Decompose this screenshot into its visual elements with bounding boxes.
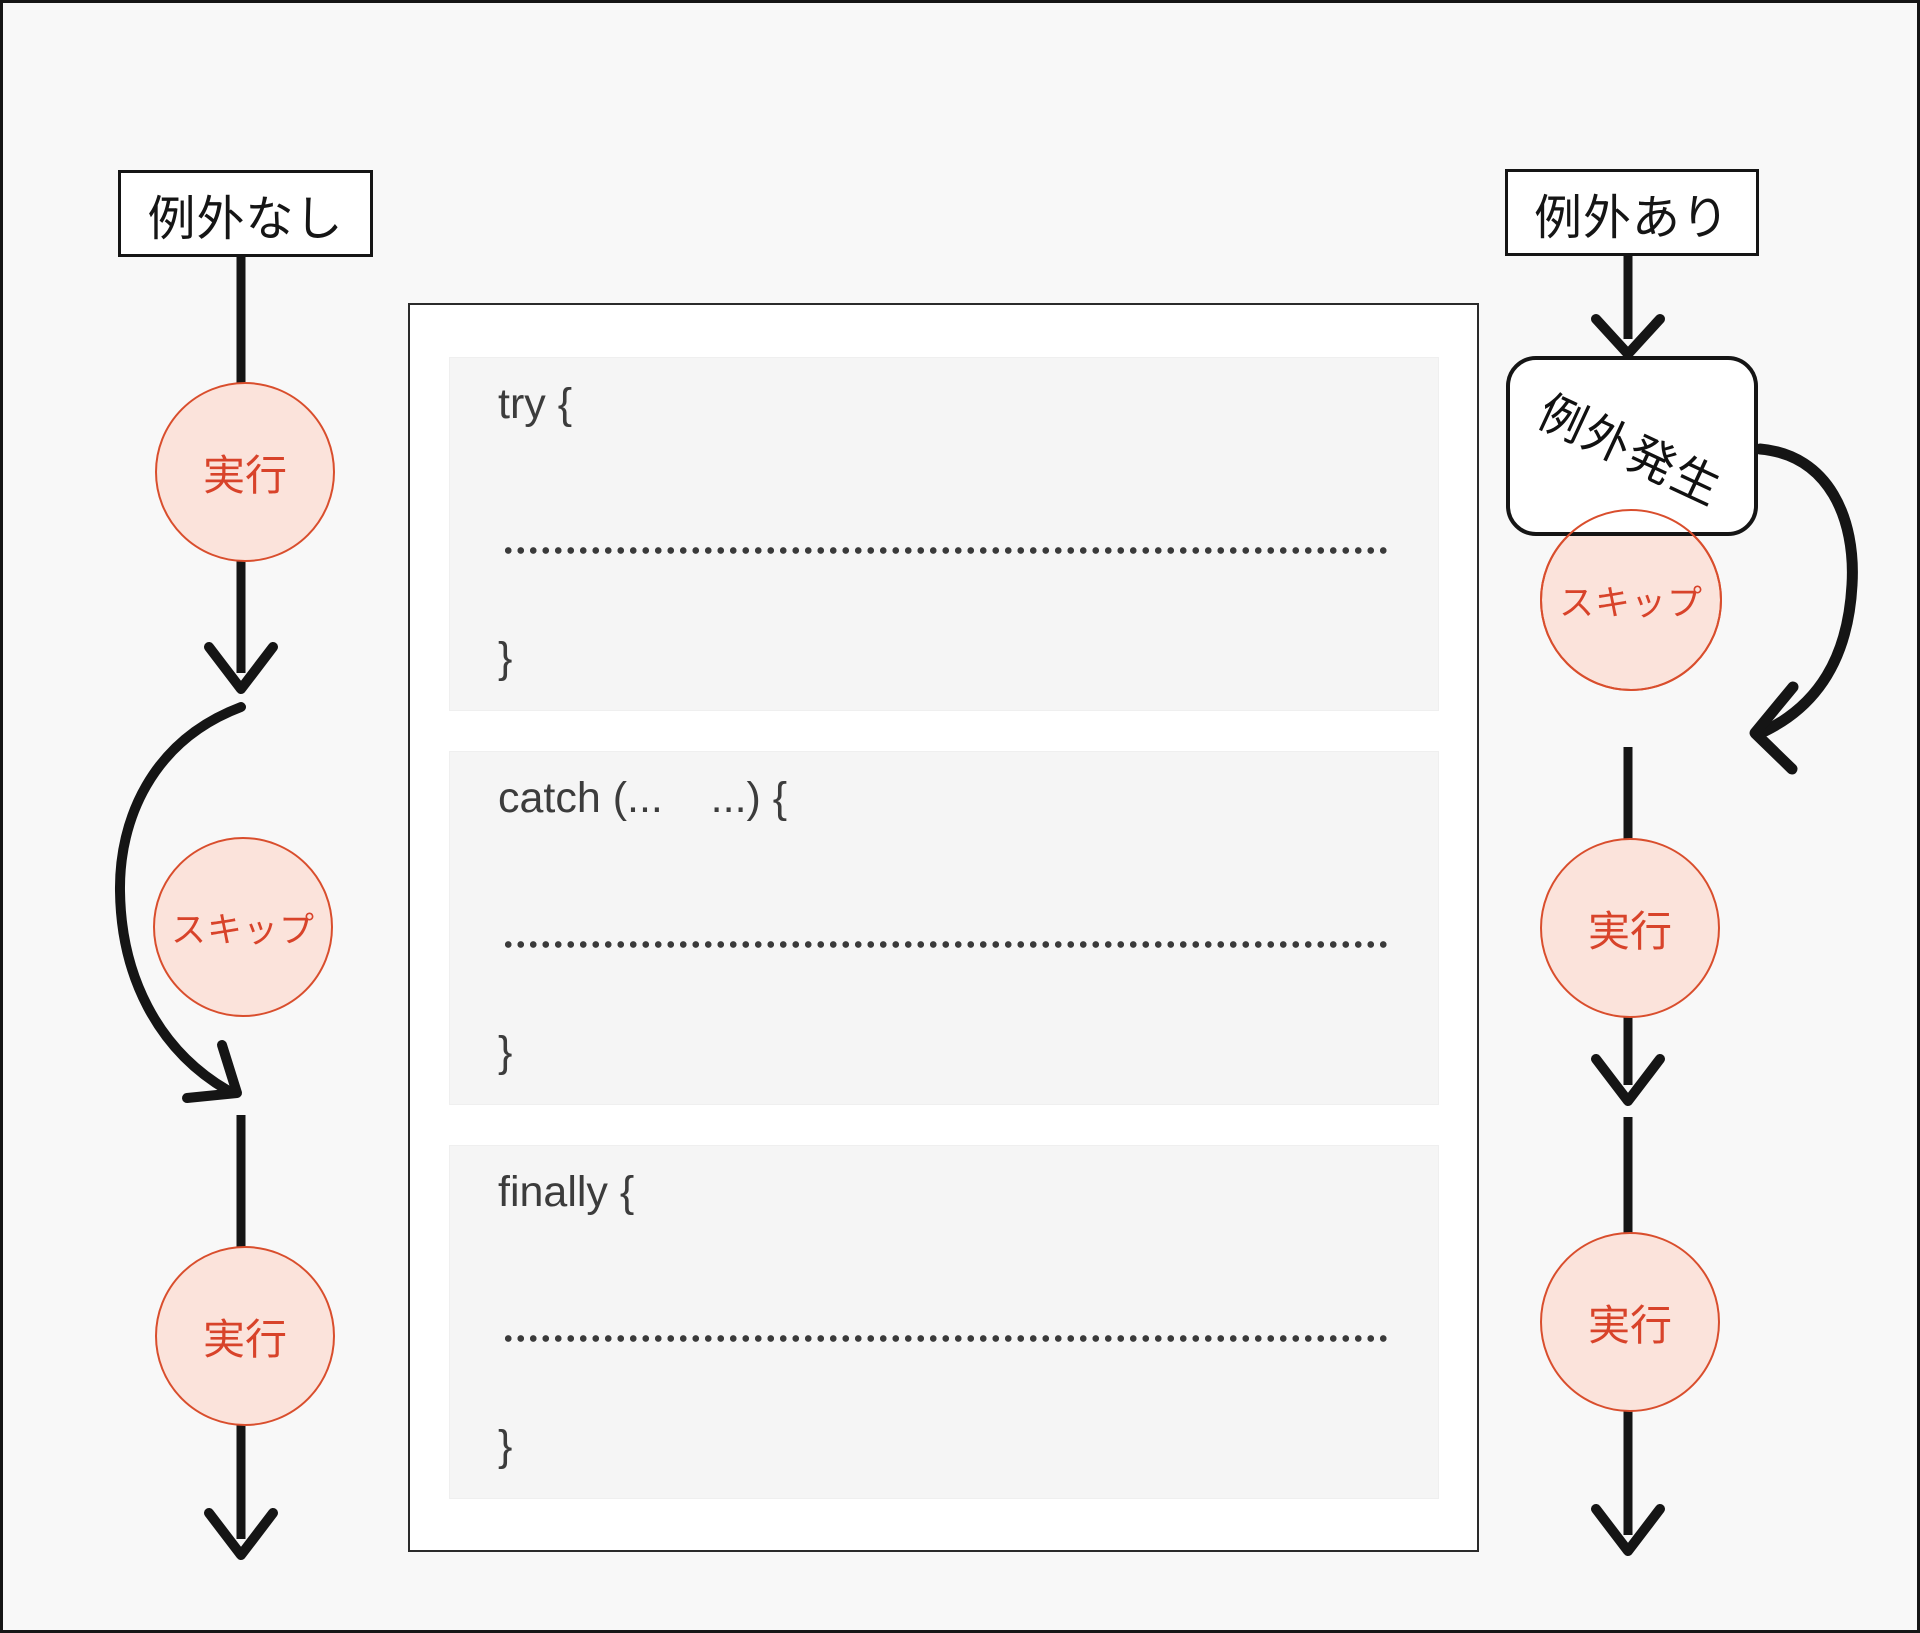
label-with-exception: 例外あり	[1505, 169, 1759, 256]
finally-keyword: finally {	[498, 1168, 635, 1216]
step-circle-execute: 実行	[1540, 838, 1720, 1018]
step-circle-execute: 実行	[1540, 1232, 1720, 1412]
code-placeholder-dots	[502, 1334, 1392, 1343]
code-panel: try { } catch (... ...) { } finally { }	[408, 303, 1479, 1552]
label-no-exception-text: 例外なし	[147, 192, 344, 246]
catch-close-brace: }	[498, 1028, 513, 1076]
arrow-down-icon	[1591, 1013, 1665, 1106]
finally-close-brace: }	[498, 1422, 513, 1470]
step-label: 実行	[202, 1315, 287, 1363]
code-block-catch: catch (... ...) { }	[449, 751, 1439, 1105]
code-block-try: try { }	[449, 357, 1439, 711]
catch-keyword: catch (... ...) {	[498, 774, 788, 822]
step-circle-skip: スキップ	[1540, 509, 1722, 691]
step-label: 実行	[202, 451, 287, 499]
arrow-down-icon	[1591, 1405, 1665, 1556]
code-placeholder-dots	[502, 546, 1392, 555]
label-with-exception-text: 例外あり	[1533, 191, 1730, 245]
code-placeholder-dots	[502, 940, 1392, 949]
step-label: スキップ	[1558, 583, 1703, 623]
try-keyword: try {	[498, 380, 573, 428]
arrow-down-icon	[1591, 250, 1665, 359]
try-close-brace: }	[498, 634, 513, 682]
step-circle-execute: 実行	[155, 382, 335, 562]
step-circle-execute: 実行	[155, 1246, 335, 1426]
exception-occurred-box: 例外発生	[1506, 356, 1758, 536]
code-block-finally: finally { }	[449, 1145, 1439, 1499]
label-no-exception: 例外なし	[118, 170, 373, 257]
step-label: 実行	[1587, 907, 1672, 955]
arrow-down-icon	[204, 1421, 278, 1560]
step-label: スキップ	[170, 910, 315, 950]
exception-return-arc-icon	[1749, 443, 1858, 775]
step-label: 実行	[1587, 1301, 1672, 1349]
exception-occurred-text: 例外発生	[1530, 384, 1731, 516]
arrow-down-icon	[204, 558, 278, 694]
step-circle-skip: スキップ	[153, 837, 333, 1017]
